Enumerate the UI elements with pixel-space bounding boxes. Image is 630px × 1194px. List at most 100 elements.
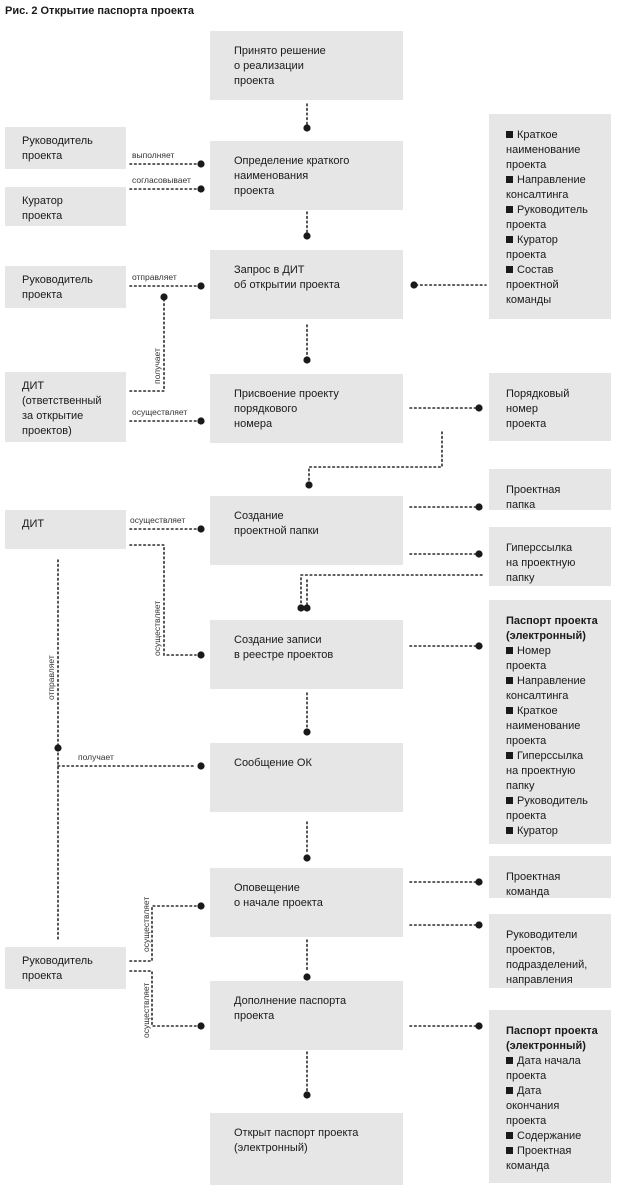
label-poluchaet-1: получает [152, 348, 162, 384]
output-box: Порядковый номер проекта [489, 373, 611, 441]
output-item: Краткое наименование проекта [506, 704, 605, 749]
output-header: Проектная папка [506, 484, 561, 511]
output-item: Номер проекта [506, 644, 605, 674]
actor-text: ДИТ (ответственный за открытие проектов) [22, 380, 102, 437]
bullet-square-icon [506, 266, 513, 273]
output-item-text: Проектная команда [506, 1145, 572, 1172]
actor-box: Руководитель проекта [5, 947, 126, 989]
output-text: Порядковый номер проекта [489, 373, 611, 432]
step-box: Открыт паспорт проекта (электронный) [210, 1113, 403, 1185]
actor-box: Руководитель проекта [5, 266, 126, 308]
output-text: Паспорт проекта (электронный) Дата начала… [489, 1010, 611, 1174]
bullet-square-icon [506, 827, 513, 834]
connector-labels: выполняет согласовывает отправляет получ… [46, 150, 191, 1038]
label-otpravlyaet-1: отправляет [132, 272, 177, 282]
output-item: Содержание [506, 1129, 605, 1144]
label-osushchestvlyaet-5: осуществляет [141, 983, 151, 1038]
output-item-text: Содержание [517, 1130, 582, 1142]
label-vypolnyaet: выполняет [132, 150, 174, 160]
step-box: Присвоение проекту порядкового номера [210, 374, 403, 443]
actor-text: Куратор проекта [22, 195, 63, 222]
output-item-text: Куратор проекта [506, 234, 558, 261]
output-box: Паспорт проекта (электронный)Номер проек… [489, 600, 611, 844]
bullet-square-icon [506, 236, 513, 243]
actor-box: ДИТ (ответственный за открытие проектов) [5, 372, 126, 442]
output-item-text: Краткое наименование проекта [506, 705, 581, 747]
output-header: Паспорт проекта (электронный) [506, 1025, 598, 1052]
output-box: Проектная команда [489, 856, 611, 898]
output-item-text: Гиперссылка на проектную папку [506, 750, 584, 792]
step-box: Оповещение о начале проекта [210, 868, 403, 937]
actor-text: Руководитель проекта [22, 274, 93, 301]
bullet-square-icon [506, 1057, 513, 1064]
label-osushchestvlyaet-1: осуществляет [132, 407, 187, 417]
output-item-text: Состав проектной команды [506, 264, 559, 306]
output-item: Руководитель проекта [506, 203, 605, 233]
bullet-square-icon [506, 176, 513, 183]
output-text: Гиперссылка на проектную папку [489, 527, 611, 586]
output-item: Дата окончания проекта [506, 1084, 605, 1129]
step-box: Создание записи в реестре проектов [210, 620, 403, 689]
bullet-square-icon [506, 1087, 513, 1094]
step-text: Дополнение паспорта проекта [234, 995, 347, 1022]
output-item: Краткое наименование проекта [506, 128, 605, 173]
output-item-text: Дата окончания проекта [506, 1085, 560, 1127]
bullet-square-icon [506, 797, 513, 804]
step-box: Сообщение ОК [210, 743, 403, 812]
actor-box: Куратор проекта [5, 187, 126, 226]
step-text: Открыт паспорт проекта (электронный) [234, 1127, 359, 1154]
bullet-square-icon [506, 206, 513, 213]
output-item-text: Руководитель проекта [506, 795, 588, 822]
output-item: Направление консалтинга [506, 173, 605, 203]
output-header: Порядковый номер проекта [506, 388, 570, 430]
output-item-text: Номер проекта [506, 645, 551, 672]
output-box: Проектная папка [489, 469, 611, 513]
step-box: Определение краткого наименования проект… [210, 141, 403, 210]
output-item: Дата начала проекта [506, 1054, 605, 1084]
connector-endpoints [54, 124, 483, 1099]
bullet-square-icon [506, 677, 513, 684]
step-text: Оповещение о начале проекта [234, 882, 323, 909]
label-osushchestvlyaet-2: осуществляет [130, 515, 185, 525]
output-box: Руководители проектов, подразделений, на… [489, 914, 611, 988]
bullet-square-icon [506, 1132, 513, 1139]
bullet-square-icon [506, 752, 513, 759]
actor-box: Руководитель проекта [5, 127, 126, 169]
step-text: Создание записи в реестре проектов [234, 634, 334, 661]
label-soglasovyvaet: согласовывает [132, 175, 191, 185]
actor-text: Руководитель проекта [22, 955, 93, 982]
step-text: Присвоение проекту порядкового номера [234, 388, 339, 430]
step-box: Принято решение о реализации проекта [210, 31, 403, 100]
output-item-text: Дата начала проекта [506, 1055, 581, 1082]
step-box: Дополнение паспорта проекта [210, 981, 403, 1050]
label-osushchestvlyaet-4: осуществляет [141, 897, 151, 952]
output-box: Гиперссылка на проектную папку [489, 527, 611, 586]
output-item: Проектная команда [506, 1144, 605, 1174]
output-header: Руководители проектов, подразделений, на… [506, 929, 588, 986]
output-item-text: Краткое наименование проекта [506, 129, 581, 171]
step-box: Запрос в ДИТ об открытии проекта [210, 250, 403, 319]
output-text: Руководители проектов, подразделений, на… [489, 914, 611, 988]
output-header: Гиперссылка на проектную папку [506, 542, 576, 584]
step-text: Сообщение ОК [234, 757, 312, 769]
output-item: Состав проектной команды [506, 263, 605, 308]
step-text: Запрос в ДИТ об открытии проекта [234, 264, 340, 291]
output-item-text: Куратор [517, 825, 558, 837]
figure-title: Рис. 2 Открытие паспорта проекта [5, 5, 194, 17]
output-header: Проектная команда [506, 871, 561, 898]
output-item: Куратор проекта [506, 233, 605, 263]
bullet-square-icon [506, 707, 513, 714]
step-text: Создание проектной папки [234, 510, 319, 537]
label-poluchaet-2: получает [78, 752, 114, 762]
bullet-square-icon [506, 131, 513, 138]
output-item: Направление консалтинга [506, 674, 605, 704]
output-text: Проектная команда [489, 856, 611, 900]
output-box: Паспорт проекта (электронный) Дата начала… [489, 1010, 611, 1183]
actor-text: ДИТ [22, 518, 45, 530]
output-text: Проектная папка [489, 469, 611, 513]
step-text: Принято решение о реализации проекта [234, 45, 326, 87]
output-text: Паспорт проекта (электронный)Номер проек… [489, 600, 611, 839]
